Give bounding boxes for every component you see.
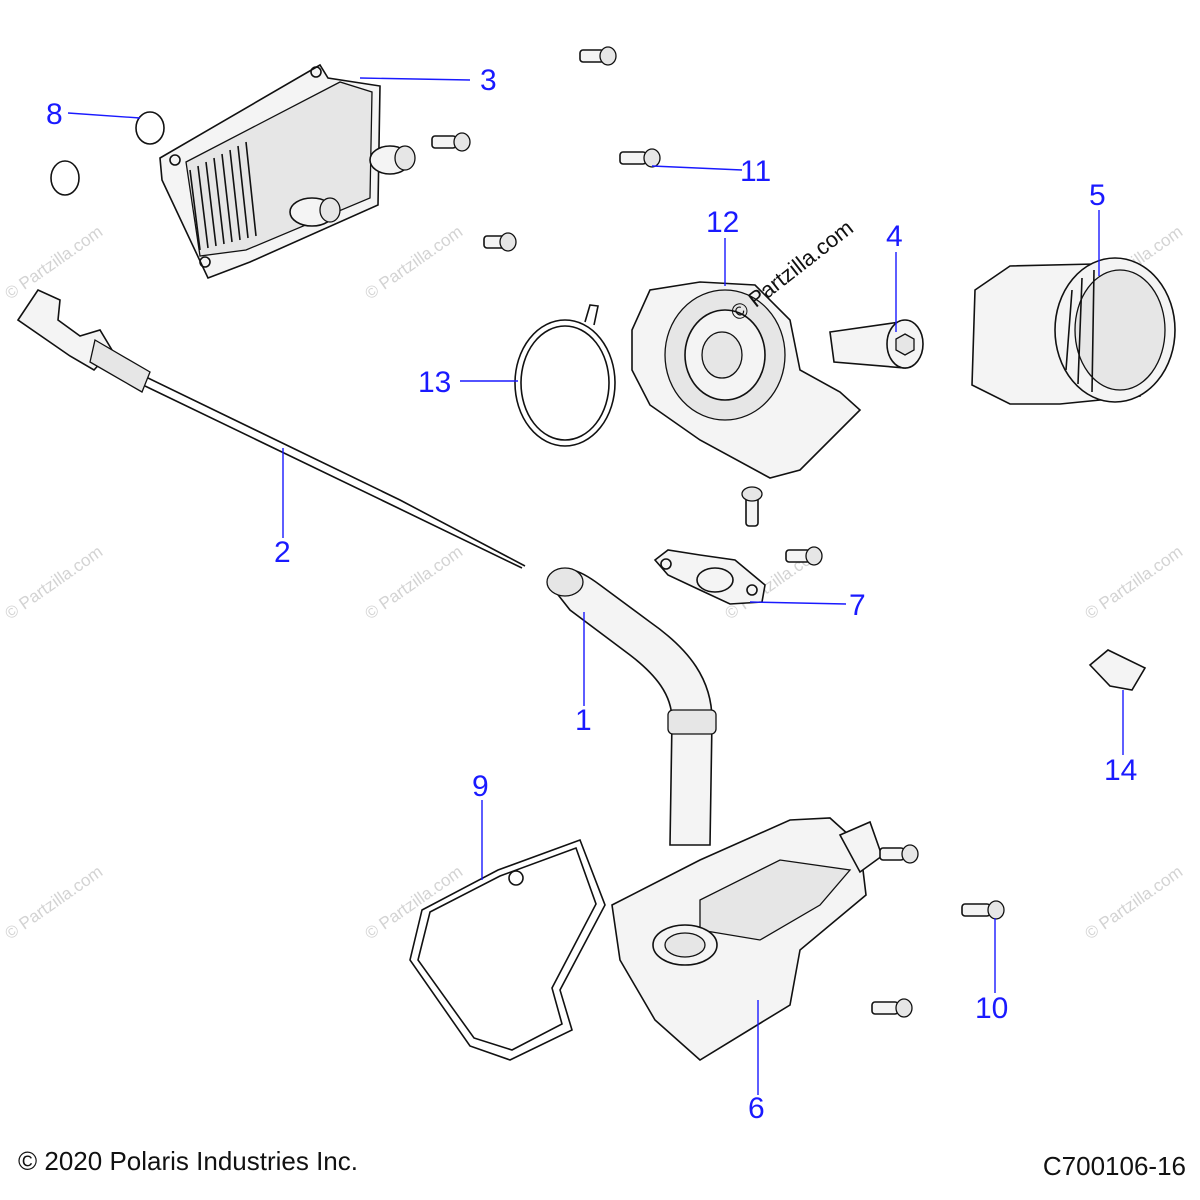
leader-lines [67,77,1124,1095]
callout-10: 10 [975,992,1008,1025]
watermark: © Partzilla.com [1,542,106,623]
oil-filter-part-5 [971,257,1176,405]
oil-pan-part-6 [611,817,1005,1061]
gasket-part-7 [653,486,823,605]
callout-6: 6 [748,1092,765,1125]
gasket-part-13 [514,304,616,447]
o-ring-part-8 [50,111,165,196]
callout-8: 8 [46,98,63,131]
watermark: © Partzilla.com [1081,862,1186,943]
oil-cooler-part-3 [159,63,416,280]
callouts: 8 3 2 11 12 4 5 13 7 1 14 9 10 6 [46,64,1137,1125]
callout-13: 13 [418,366,451,399]
gasket-part-9 [409,838,606,1061]
pickup-tube-part-1 [546,567,717,846]
dipstick-part-2 [16,288,526,569]
callout-2: 2 [274,536,291,569]
figure-id: C700106-16 [1042,1151,1186,1181]
clip-part-14 [1088,649,1147,691]
filter-adapter-part-12: © Partzilla.com [631,215,862,479]
bolts-part-11 [431,46,661,252]
copyright-notice: © 2020 Polaris Industries Inc. [18,1146,358,1176]
watermark: © Partzilla.com [361,542,466,623]
callout-9: 9 [472,770,489,803]
callout-14: 14 [1104,754,1137,787]
watermark: © Partzilla.com [361,862,466,943]
watermark: © Partzilla.com [1,862,106,943]
callout-3: 3 [480,64,497,97]
callout-1: 1 [575,704,592,737]
callout-4: 4 [886,220,903,253]
callout-12: 12 [706,206,739,239]
watermark: © Partzilla.com [1,222,106,303]
callout-5: 5 [1089,179,1106,212]
watermark: © Partzilla.com [1081,542,1186,623]
callout-7: 7 [849,589,866,622]
watermark-prominent: © Partzilla.com [726,215,858,326]
callout-11: 11 [740,155,771,188]
center-bolt-part-4 [829,319,924,369]
watermark: © Partzilla.com [361,222,466,303]
